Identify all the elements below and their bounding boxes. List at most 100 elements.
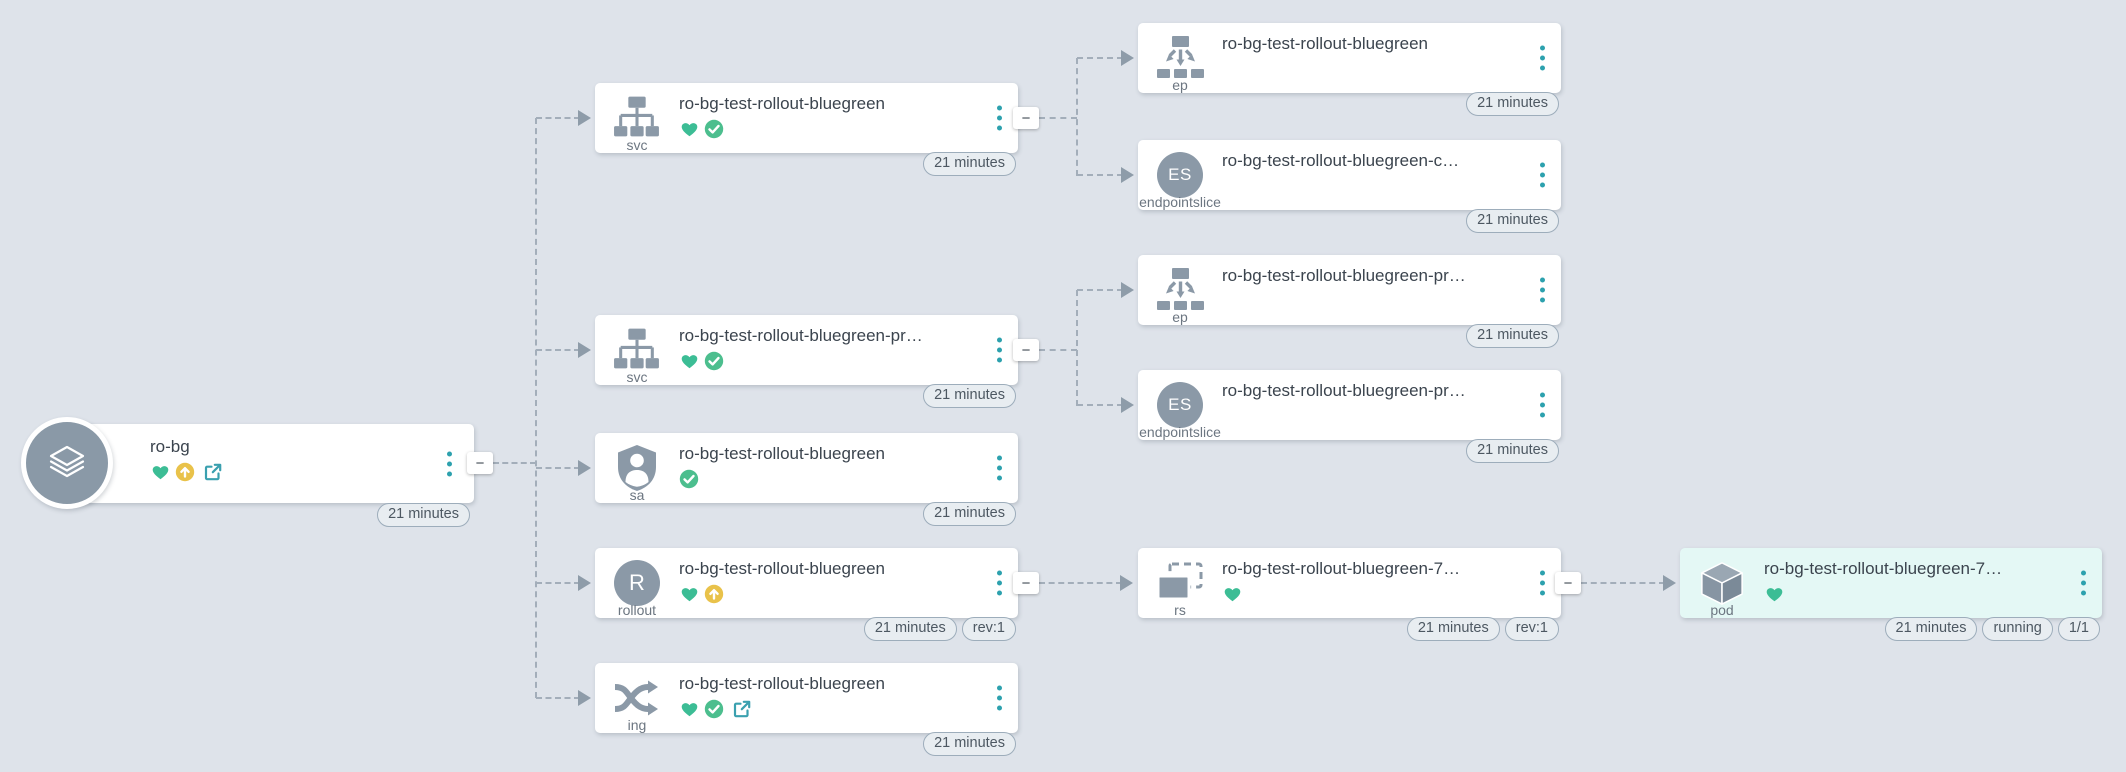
healthy-heart-icon xyxy=(152,466,169,480)
edge-line xyxy=(536,697,580,699)
pod-icon xyxy=(1701,562,1743,605)
node-replicaset[interactable]: rs ro-bg-test-rollout-bluegreen-7… 21 mi… xyxy=(1138,548,1561,641)
node-title: ro-bg-test-rollout-bluegreen-7… xyxy=(1222,559,1461,578)
endpointslice-icon: ES xyxy=(1157,152,1203,198)
minus-icon: − xyxy=(1021,109,1031,127)
node-serviceaccount[interactable]: sa ro-bg-test-rollout-bluegreen 21 minut… xyxy=(595,433,1018,526)
endpointslice-icon: ES xyxy=(1157,382,1203,428)
node-title: ro-bg-test-rollout-bluegreen-7… xyxy=(1764,559,2003,578)
node-pod[interactable]: pod ro-bg-test-rollout-bluegreen-7… 21 m… xyxy=(1680,548,2102,641)
node-menu-button[interactable] xyxy=(993,452,1006,485)
node-menu-button[interactable] xyxy=(993,567,1006,600)
edge-arrowhead-icon xyxy=(578,460,591,476)
healthy-heart-icon xyxy=(681,588,698,602)
minus-icon: − xyxy=(1563,574,1573,592)
node-application-ro-bg[interactable]: ro-bg 21 minutes xyxy=(60,424,474,527)
node-endpoints-preview[interactable]: ep ro-bg-test-rollout-bluegreen-pr… 21 m… xyxy=(1138,255,1561,348)
node-title: ro-bg-test-rollout-bluegreen-c… xyxy=(1222,151,1460,170)
age-badge: 21 minutes xyxy=(1466,209,1559,233)
node-title: ro-bg-test-rollout-bluegreen xyxy=(1222,34,1428,53)
age-badge: 21 minutes xyxy=(923,384,1016,408)
node-menu-button[interactable] xyxy=(993,682,1006,715)
node-menu-button[interactable] xyxy=(1536,42,1549,75)
node-endpoints-active[interactable]: ep ro-bg-test-rollout-bluegreen 21 minut… xyxy=(1138,23,1561,116)
revision-badge: rev:1 xyxy=(1504,617,1559,641)
collapse-button[interactable]: − xyxy=(467,452,493,474)
endpoints-icon xyxy=(1156,268,1204,310)
edge-line xyxy=(1076,290,1078,406)
healthy-heart-icon xyxy=(681,703,698,717)
age-badge: 21 minutes xyxy=(1466,324,1559,348)
node-menu-button[interactable] xyxy=(443,447,456,480)
synced-check-icon xyxy=(704,119,724,139)
synced-check-icon xyxy=(679,469,699,489)
node-title: ro-bg-test-rollout-bluegreen xyxy=(679,94,885,113)
minus-icon: − xyxy=(475,454,485,472)
ingress-icon xyxy=(614,680,658,716)
kind-label: ep xyxy=(1172,77,1188,93)
healthy-heart-icon xyxy=(681,355,698,369)
edge-line xyxy=(536,117,580,119)
edge-arrowhead-icon xyxy=(1121,282,1134,298)
kind-label: svc xyxy=(626,369,648,385)
edge-arrowhead-icon xyxy=(1121,397,1134,413)
edge-line xyxy=(536,467,580,469)
serviceaccount-icon xyxy=(618,445,656,491)
node-endpointslice-active[interactable]: ES endpointslice ro-bg-test-rollout-blue… xyxy=(1138,140,1561,233)
service-icon xyxy=(614,328,659,369)
node-svc-preview[interactable]: svc ro-bg-test-rollout-bluegreen-pr… 21 … xyxy=(595,315,1018,408)
healthy-heart-icon xyxy=(1224,588,1241,602)
edge-line xyxy=(1039,582,1122,584)
synced-check-icon xyxy=(704,699,724,719)
age-badge: 21 minutes xyxy=(377,503,470,527)
node-title: ro-bg xyxy=(150,437,190,456)
minus-icon: − xyxy=(1021,574,1031,592)
node-menu-button[interactable] xyxy=(1536,389,1549,422)
node-svc-active[interactable]: svc ro-bg-test-rollout-bluegreen 21 minu… xyxy=(595,83,1018,176)
edge-arrowhead-icon xyxy=(578,342,591,358)
collapse-button[interactable]: − xyxy=(1555,572,1581,594)
edge-line xyxy=(536,349,580,351)
replicaset-icon xyxy=(1156,562,1203,601)
edge-line xyxy=(1077,289,1123,291)
collapse-button[interactable]: − xyxy=(1013,572,1039,594)
revision-badge: rev:1 xyxy=(961,617,1016,641)
node-title: ro-bg-test-rollout-bluegreen-pr… xyxy=(1222,381,1466,400)
node-menu-button[interactable] xyxy=(993,102,1006,135)
edge-line xyxy=(1039,349,1077,351)
status-badge: running xyxy=(1982,617,2053,641)
age-badge: 21 minutes xyxy=(1884,617,1978,641)
endpoints-icon xyxy=(1156,36,1204,78)
node-menu-button[interactable] xyxy=(1536,159,1549,192)
edge-line xyxy=(1077,57,1123,59)
service-icon xyxy=(614,96,659,137)
node-endpointslice-preview[interactable]: ES endpointslice ro-bg-test-rollout-blue… xyxy=(1138,370,1561,463)
ready-badge: 1/1 xyxy=(2057,617,2100,641)
kind-label: svc xyxy=(626,137,648,153)
node-ingress[interactable]: ing ro-bg-test-rollout-bluegreen 21 minu… xyxy=(595,663,1018,756)
node-menu-button[interactable] xyxy=(993,334,1006,367)
kind-label: rollout xyxy=(617,602,657,618)
collapse-button[interactable]: − xyxy=(1013,107,1039,129)
edge-line xyxy=(1077,174,1123,176)
node-title: ro-bg-test-rollout-bluegreen xyxy=(679,559,885,578)
node-menu-button[interactable] xyxy=(1536,274,1549,307)
edge-line xyxy=(493,462,536,464)
kind-label: pod xyxy=(1710,602,1734,618)
age-badge: 21 minutes xyxy=(1466,92,1559,116)
age-badge: 21 minutes xyxy=(923,502,1016,526)
age-badge: 21 minutes xyxy=(923,732,1016,756)
edge-arrowhead-icon xyxy=(1663,575,1676,591)
node-title: ro-bg-test-rollout-bluegreen xyxy=(679,444,885,463)
edge-arrowhead-icon xyxy=(578,690,591,706)
kind-label: sa xyxy=(629,487,645,503)
application-icon xyxy=(21,417,113,509)
external-link-icon xyxy=(204,463,222,481)
node-menu-button[interactable] xyxy=(2077,567,2090,600)
collapse-button[interactable]: − xyxy=(1013,339,1039,361)
node-title: ro-bg-test-rollout-bluegreen-pr… xyxy=(679,326,923,345)
node-rollout[interactable]: R rollout ro-bg-test-rollout-bluegreen 2… xyxy=(595,548,1018,641)
age-badge: 21 minutes xyxy=(863,617,957,641)
node-menu-button[interactable] xyxy=(1536,567,1549,600)
edge-line xyxy=(1076,58,1078,176)
